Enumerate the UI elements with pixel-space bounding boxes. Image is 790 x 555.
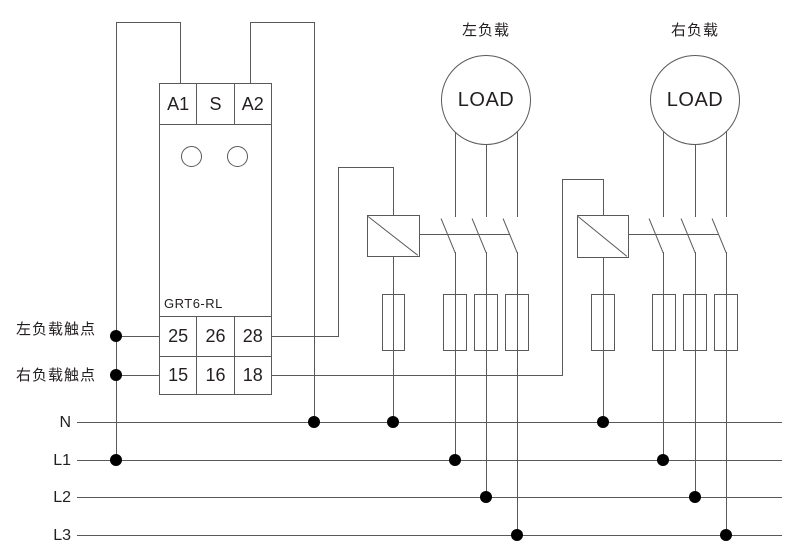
wire-l1-to-a1-top (116, 22, 181, 23)
fuse-left-pole1-icon (443, 294, 467, 351)
wire-into-a1 (180, 22, 181, 83)
indicator-circle-right-icon (227, 146, 248, 167)
wire-28-coil-v2 (393, 167, 394, 215)
wire-28-coil-h1 (271, 336, 339, 337)
junction-dot (308, 416, 320, 428)
left-pole3-to-l3 (517, 252, 518, 535)
junction-dot (110, 330, 122, 342)
wire-18-coil-v1 (562, 179, 563, 375)
right-pole2-to-l2 (695, 252, 696, 497)
bus-label-l1: L1 (53, 452, 71, 469)
terminal-25: 25 (160, 317, 198, 356)
terminal-a1: A1 (160, 84, 198, 124)
right-load-text: LOAD (666, 88, 724, 111)
fuse-left-pole2-icon (474, 294, 498, 351)
terminal-28: 28 (242, 326, 263, 346)
left-pole2-to-l2 (486, 252, 487, 497)
left-load-contact-label: 左负载触点 (15, 321, 96, 338)
right-coil-to-n-wire (603, 257, 604, 422)
fuse-right-pole3-icon (714, 294, 738, 351)
wire-28-coil-h2 (338, 167, 394, 168)
terminal-a2: A2 (241, 93, 264, 114)
left-pole1-contact-icon (440, 218, 456, 253)
wire-n-to-a2-top (250, 22, 315, 23)
right-contactor-linkage (628, 234, 718, 235)
junction-dot (449, 454, 461, 466)
fuse-right-pole1-icon (652, 294, 676, 351)
left-load-text: LOAD (457, 88, 515, 111)
bus-line-l1 (77, 460, 782, 461)
terminal-s: S (197, 84, 235, 124)
terminal-16: 16 (197, 357, 235, 394)
right-pole3-top (726, 100, 727, 217)
junction-dot (689, 491, 701, 503)
left-coil-to-n-wire (393, 256, 394, 422)
left-pole2-top (486, 100, 487, 217)
left-contactor-linkage (419, 234, 510, 235)
wire-common-15-stub (116, 375, 159, 376)
left-pole2-contact-icon (471, 218, 487, 253)
wire-28-coil-v1 (338, 167, 339, 337)
bus-label-l2: L2 (53, 489, 71, 506)
junction-dot (597, 416, 609, 428)
right-pole2-contact-icon (680, 218, 696, 253)
junction-dot (480, 491, 492, 503)
junction-dot (110, 454, 122, 466)
junction-dot (511, 529, 523, 541)
wire-18-coil-v2 (603, 179, 604, 215)
relay-model-label: GRT6-RL (164, 296, 223, 311)
bus-line-n (77, 422, 782, 423)
junction-dot (657, 454, 669, 466)
left-pole1-top (455, 100, 456, 217)
wire-common-25-stub (116, 336, 159, 337)
wire-l1-to-a1-vertical (116, 22, 117, 460)
left-pole3-contact-icon (502, 218, 518, 253)
fuse-left-coil-icon (382, 294, 405, 351)
wire-into-a2 (250, 22, 251, 83)
right-load-contact-label: 右负载触点 (15, 367, 96, 384)
fuse-right-pole2-icon (683, 294, 707, 351)
relay-contact-strip-left-load: 25 26 28 (159, 316, 272, 357)
junction-dot (110, 369, 122, 381)
wire-18-coil-h1 (271, 375, 563, 376)
left-load-circle: LOAD (441, 55, 531, 145)
bus-label-l3: L3 (53, 527, 71, 544)
left-load-title: 左负载 (461, 22, 510, 39)
fuse-left-pole3-icon (505, 294, 529, 351)
right-pole1-to-l1 (663, 252, 664, 460)
terminal-26: 26 (197, 317, 235, 356)
bus-line-l3 (77, 535, 782, 536)
right-pole3-contact-icon (711, 218, 727, 253)
indicator-circle-left-icon (181, 146, 202, 167)
wire-18-coil-h2 (562, 179, 604, 180)
bus-line-l2 (77, 497, 782, 498)
right-pole2-top (695, 100, 696, 217)
left-pole1-to-l1 (455, 252, 456, 460)
junction-dot (720, 529, 732, 541)
bus-label-n: N (59, 414, 71, 431)
right-load-circle: LOAD (650, 55, 740, 145)
right-load-title: 右负载 (670, 22, 719, 39)
junction-dot (387, 416, 399, 428)
wire-n-to-a2-vertical (314, 22, 315, 422)
relay-contact-strip-right-load: 15 16 18 (159, 356, 272, 395)
right-pole1-contact-icon (648, 218, 664, 253)
right-pole1-top (663, 100, 664, 217)
relay-top-terminal-strip: A1 S A2 (159, 83, 272, 125)
terminal-18: 18 (242, 365, 263, 385)
fuse-right-coil-icon (591, 294, 615, 351)
left-pole3-top (517, 100, 518, 217)
terminal-15: 15 (160, 357, 198, 394)
right-pole3-to-l3 (726, 252, 727, 535)
